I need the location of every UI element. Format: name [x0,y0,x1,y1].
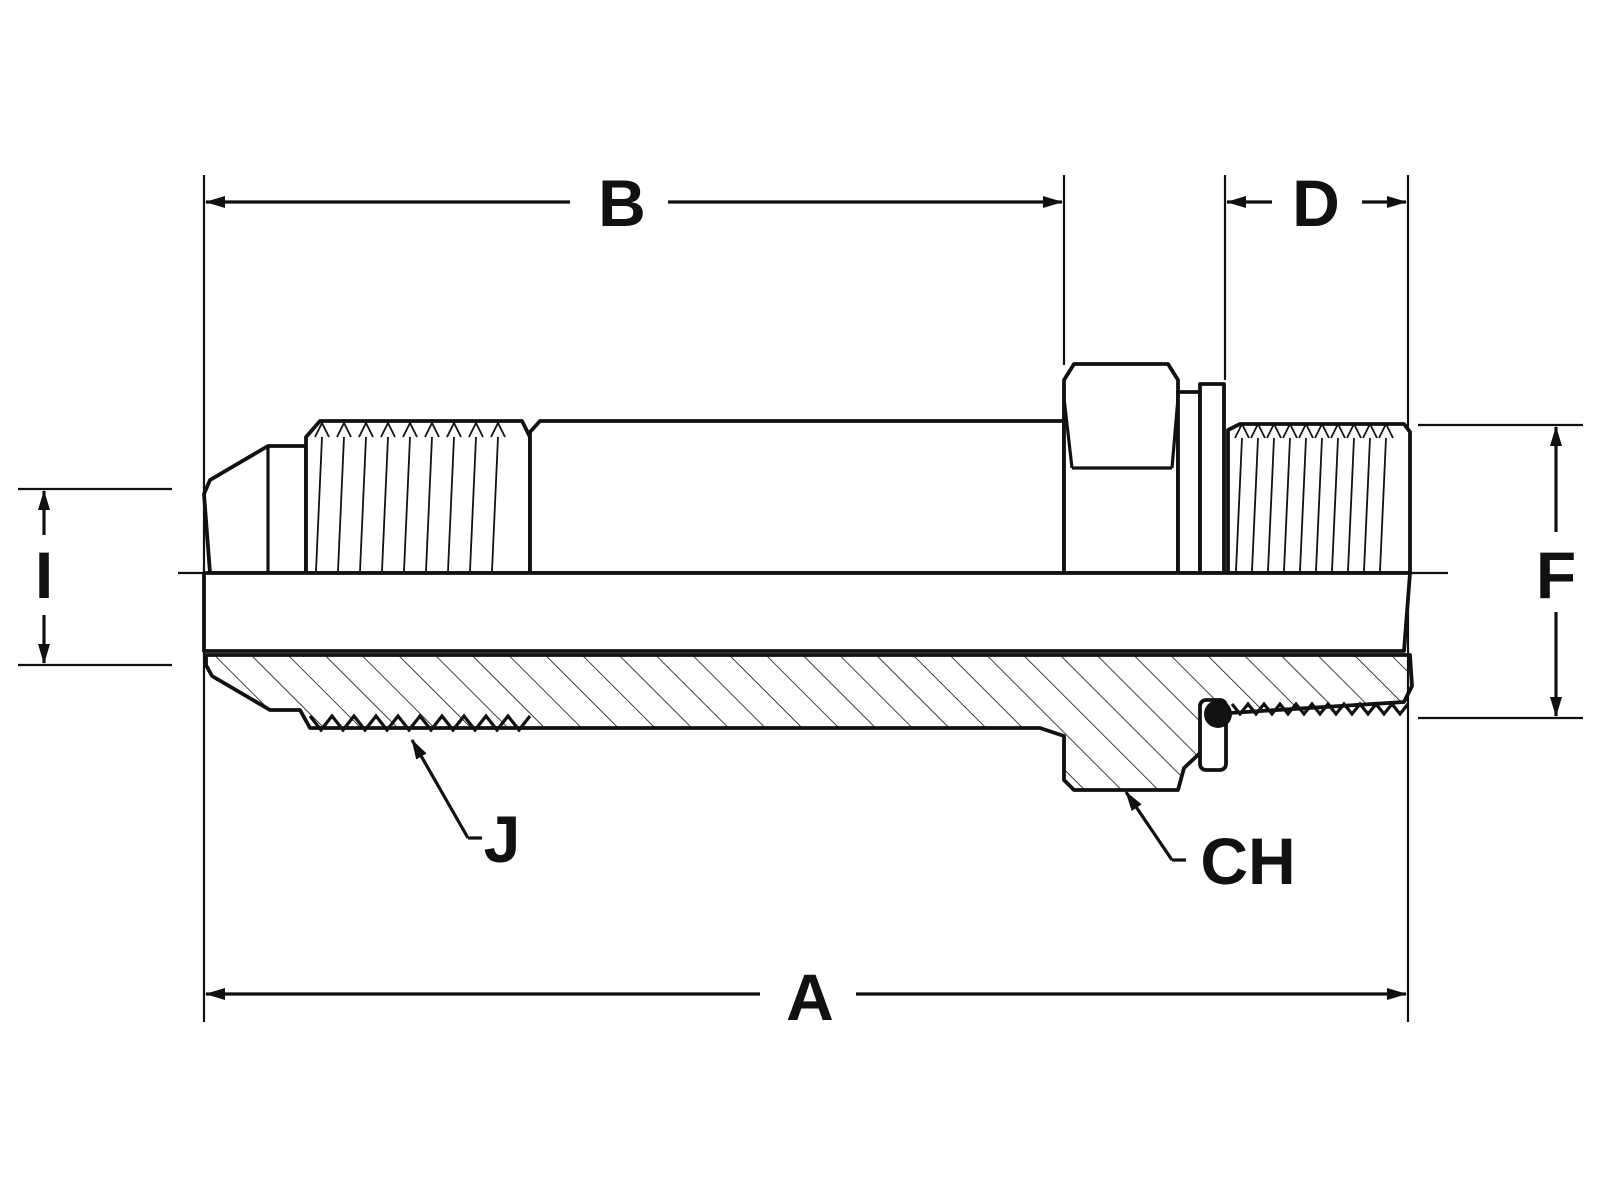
thread-crest [446,420,462,438]
dimension-f: F [1536,426,1576,717]
thread-crest [1250,421,1266,439]
thread-crest [1330,421,1346,439]
thread-line [1363,437,1371,572]
fitting-section-half [202,571,1414,792]
thread-crest [1266,421,1282,439]
thread-crest [490,420,506,438]
thread-line [1283,437,1291,572]
thread-crest [1378,421,1394,439]
dimension-f-label: F [1536,538,1576,612]
thread-line [469,436,477,572]
dimension-b: B [205,166,1063,240]
o-ring [1204,700,1232,728]
thread-line [315,436,323,572]
thread-line [1235,437,1243,572]
thread-crest [1234,421,1250,439]
thread-crest [1314,421,1330,439]
thread-line [1299,437,1307,572]
left-thread-lines [314,420,506,572]
thread-crest [1346,421,1362,439]
thread-line [425,436,433,572]
callout-ch-label: CH [1200,824,1295,898]
thread-line [1347,437,1355,572]
thread-line [1379,437,1387,572]
callout-j-label: J [484,802,521,876]
thread-crest [336,420,352,438]
thread-line [491,436,499,572]
dimension-d-label: D [1292,166,1340,240]
thread-line [359,436,367,572]
dimension-i: I [35,490,53,664]
thread-crest [468,420,484,438]
thread-crest [1298,421,1314,439]
thread-line [1331,437,1339,572]
thread-line [403,436,411,572]
dimension-a: A [205,960,1407,1034]
thread-crest [314,420,330,438]
thread-line [1251,437,1259,572]
dimension-d: D [1226,166,1407,240]
thread-crest [424,420,440,438]
thread-crest [1362,421,1378,439]
right-thread-lines [1234,421,1394,572]
thread-line [1267,437,1275,572]
callout-ch: CH [1124,791,1296,898]
thread-crest [358,420,374,438]
dimension-b-label: B [598,166,646,240]
thread-crest [380,420,396,438]
thread-line [1315,437,1323,572]
callout-j: J [410,739,521,876]
dimension-a-label: A [786,960,834,1034]
thread-line [337,436,345,572]
thread-crest [1282,421,1298,439]
thread-line [447,436,455,572]
thread-crest [402,420,418,438]
thread-line [381,436,389,572]
dimension-i-label: I [35,538,53,612]
fitting-upper-half [202,362,1412,575]
